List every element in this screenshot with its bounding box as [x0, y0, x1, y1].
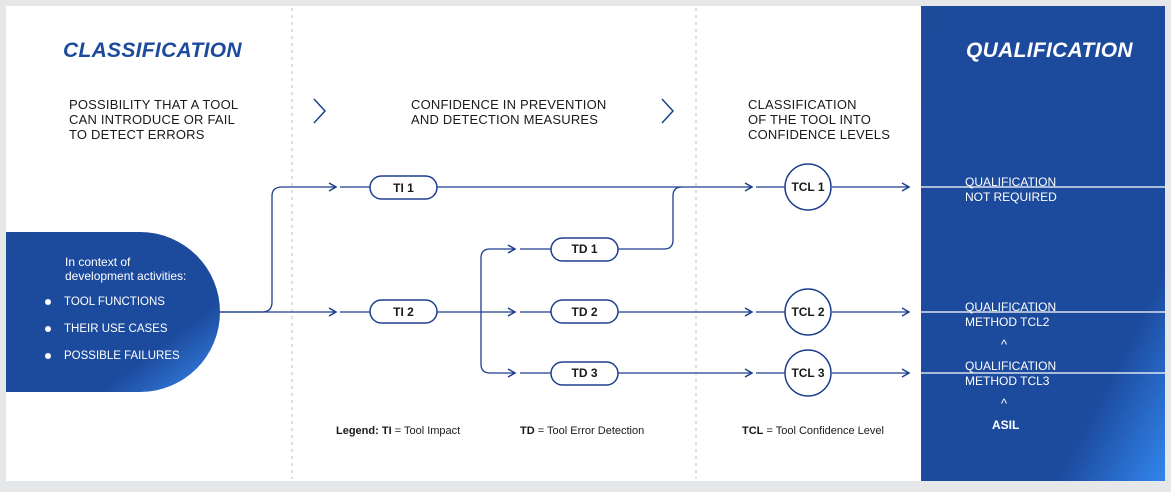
column-3-heading: CLASSIFICATION OF THE TOOL INTO CONFIDEN… — [748, 97, 891, 142]
node-td2 — [550, 299, 619, 324]
node-td1-label: TD 1 — [571, 242, 597, 256]
node-ti2-label: TI 2 — [393, 305, 414, 319]
bullet-dot-1 — [45, 299, 51, 305]
qualification-panel — [921, 6, 1165, 481]
context-item-tool-functions: TOOL FUNCTIONS — [64, 296, 165, 308]
caret-up-icon-2: ^ — [1001, 396, 1008, 411]
legend-tcl-abbr: TCL — [742, 425, 764, 437]
node-ti2 — [369, 299, 438, 324]
node-tcl1-label: TCL 1 — [791, 180, 824, 194]
qualification-not-required: QUALIFICATION NOT REQUIRED — [965, 175, 1057, 204]
node-td1 — [550, 237, 619, 262]
legend-td-abbr: TD — [520, 425, 535, 437]
legend-ti-abbr: TI — [381, 425, 392, 437]
connection-lines — [220, 182, 911, 378]
qualification-method-tcl3: QUALIFICATION METHOD TCL3 — [965, 359, 1057, 388]
context-panel — [6, 232, 220, 392]
context-intro: In context of development activities: — [65, 255, 187, 283]
header-chevron-2-icon — [661, 98, 675, 124]
legend-tcl-text: = Tool Confidence Level — [766, 425, 884, 437]
legend-td-text: = Tool Error Detection — [537, 425, 645, 437]
node-tcl1 — [784, 163, 832, 211]
legend-ti: Legend: TI = Tool Impact — [336, 425, 460, 437]
node-td2-label: TD 2 — [571, 305, 597, 319]
node-tcl3-label: TCL 3 — [791, 366, 824, 380]
legend-tcl: TCL = Tool Confidence Level — [742, 425, 884, 437]
node-td3-label: TD 3 — [571, 366, 597, 380]
node-ti1 — [369, 175, 438, 200]
column-1-heading: POSSIBILITY THAT A TOOL CAN INTRODUCE OR… — [69, 97, 239, 142]
legend-td: TD = Tool Error Detection — [520, 425, 644, 437]
asil-label: ASIL — [992, 418, 1020, 432]
node-tcl3 — [784, 349, 832, 397]
node-tcl2-label: TCL 2 — [791, 305, 824, 319]
header-chevron-1-icon — [313, 98, 327, 124]
context-item-possible-failures: POSSIBLE FAILURES — [64, 350, 180, 362]
column-2-heading: CONFIDENCE IN PREVENTION AND DETECTION M… — [411, 97, 607, 127]
classification-title: CLASSIFICATION — [63, 39, 242, 62]
caret-up-icon: ^ — [1001, 337, 1008, 352]
bullet-dot-3 — [45, 353, 51, 359]
legend-prefix: Legend: — [336, 425, 379, 437]
node-td3 — [550, 361, 619, 386]
node-tcl2 — [784, 288, 832, 336]
bullet-dot-2 — [45, 326, 51, 332]
legend-ti-text: = Tool Impact — [394, 425, 461, 437]
qualification-method-tcl2: QUALIFICATION METHOD TCL2 — [965, 300, 1057, 329]
node-ti1-label: TI 1 — [393, 181, 414, 195]
context-item-use-cases: THEIR USE CASES — [64, 323, 168, 335]
qualification-title: QUALIFICATION — [966, 39, 1133, 62]
